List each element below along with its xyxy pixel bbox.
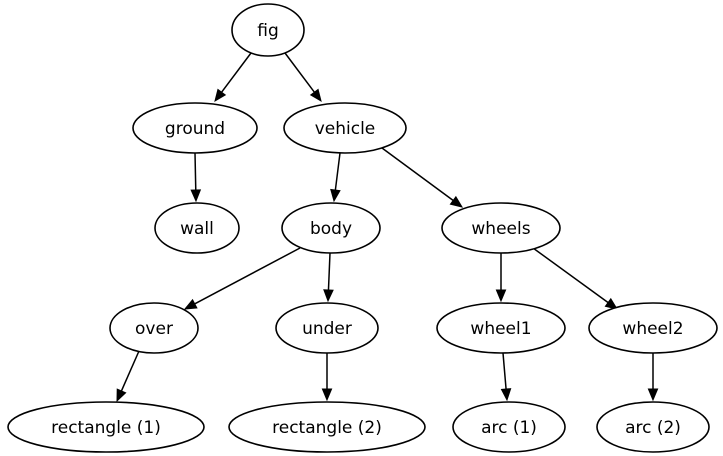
node-shape-wall[interactable] <box>154 202 240 254</box>
edge-line <box>194 152 197 193</box>
node-shape-arc2[interactable] <box>596 401 710 453</box>
node-wheels[interactable]: wheels <box>441 202 561 254</box>
edge-wheels-to-wheel2 <box>532 247 619 310</box>
arrowhead-icon <box>214 88 227 103</box>
node-body[interactable]: body <box>281 202 381 254</box>
node-shape-body[interactable] <box>281 202 381 254</box>
edge-vehicle-to-wheels <box>381 147 464 208</box>
arrowhead-icon <box>321 388 333 402</box>
node-shape-fig[interactable] <box>231 3 305 57</box>
edge-line <box>381 147 456 203</box>
node-shape-rectangle1[interactable] <box>7 401 205 453</box>
node-under[interactable]: under <box>275 302 379 354</box>
edge-line <box>327 252 331 293</box>
arrowhead-icon <box>183 298 198 310</box>
arrowhead-icon <box>323 289 334 303</box>
nodes-layer: fig ground vehicle wall body wheels over under w… <box>7 3 718 453</box>
edge-under-to-rectangle2 <box>321 353 333 402</box>
edge-fig-to-ground <box>214 52 252 103</box>
edge-line <box>334 152 341 193</box>
edge-line <box>192 247 301 306</box>
node-shape-ground[interactable] <box>132 102 258 154</box>
arrowhead-icon <box>449 195 464 208</box>
node-shape-under[interactable] <box>275 302 379 354</box>
edge-line <box>284 52 317 95</box>
node-shape-vehicle[interactable] <box>283 102 407 154</box>
edge-ground-to-wall <box>190 152 202 203</box>
edge-over-to-rectangle1 <box>116 350 140 403</box>
node-vehicle[interactable]: vehicle <box>283 102 407 154</box>
edge-line <box>119 350 140 394</box>
node-arc1[interactable]: arc (1) <box>452 401 566 453</box>
edges-layer <box>116 52 659 403</box>
edge-line <box>532 247 611 305</box>
arrowhead-icon <box>330 188 341 203</box>
edge-wheel2-to-arc2 <box>647 353 659 402</box>
arrowhead-icon <box>604 297 619 310</box>
node-wall[interactable]: wall <box>154 202 240 254</box>
edge-wheels-to-wheel1 <box>495 253 507 303</box>
node-shape-over[interactable] <box>109 302 199 354</box>
edge-line <box>502 352 507 392</box>
edge-body-to-over <box>183 247 301 310</box>
node-ground[interactable]: ground <box>132 102 258 154</box>
arrowhead-icon <box>647 388 659 402</box>
edge-wheel1-to-arc1 <box>500 352 512 402</box>
node-rectangle2[interactable]: rectangle (2) <box>228 401 426 453</box>
node-shape-wheel1[interactable] <box>436 302 566 354</box>
arrowhead-icon <box>495 289 507 303</box>
node-shape-arc1[interactable] <box>452 401 566 453</box>
node-rectangle1[interactable]: rectangle (1) <box>7 401 205 453</box>
node-over[interactable]: over <box>109 302 199 354</box>
arrowhead-icon <box>309 88 322 103</box>
node-fig[interactable]: fig <box>231 3 305 57</box>
arrowhead-icon <box>116 388 127 403</box>
node-shape-wheels[interactable] <box>441 202 561 254</box>
edge-vehicle-to-body <box>330 152 341 203</box>
node-shape-rectangle2[interactable] <box>228 401 426 453</box>
node-wheel1[interactable]: wheel1 <box>436 302 566 354</box>
edge-fig-to-vehicle <box>284 52 322 103</box>
node-shape-wheel2[interactable] <box>588 302 718 354</box>
arrowhead-icon <box>190 189 202 203</box>
edge-line <box>219 52 252 95</box>
arrowhead-icon <box>500 388 512 402</box>
node-wheel2[interactable]: wheel2 <box>588 302 718 354</box>
node-arc2[interactable]: arc (2) <box>596 401 710 453</box>
edge-body-to-under <box>323 252 334 303</box>
